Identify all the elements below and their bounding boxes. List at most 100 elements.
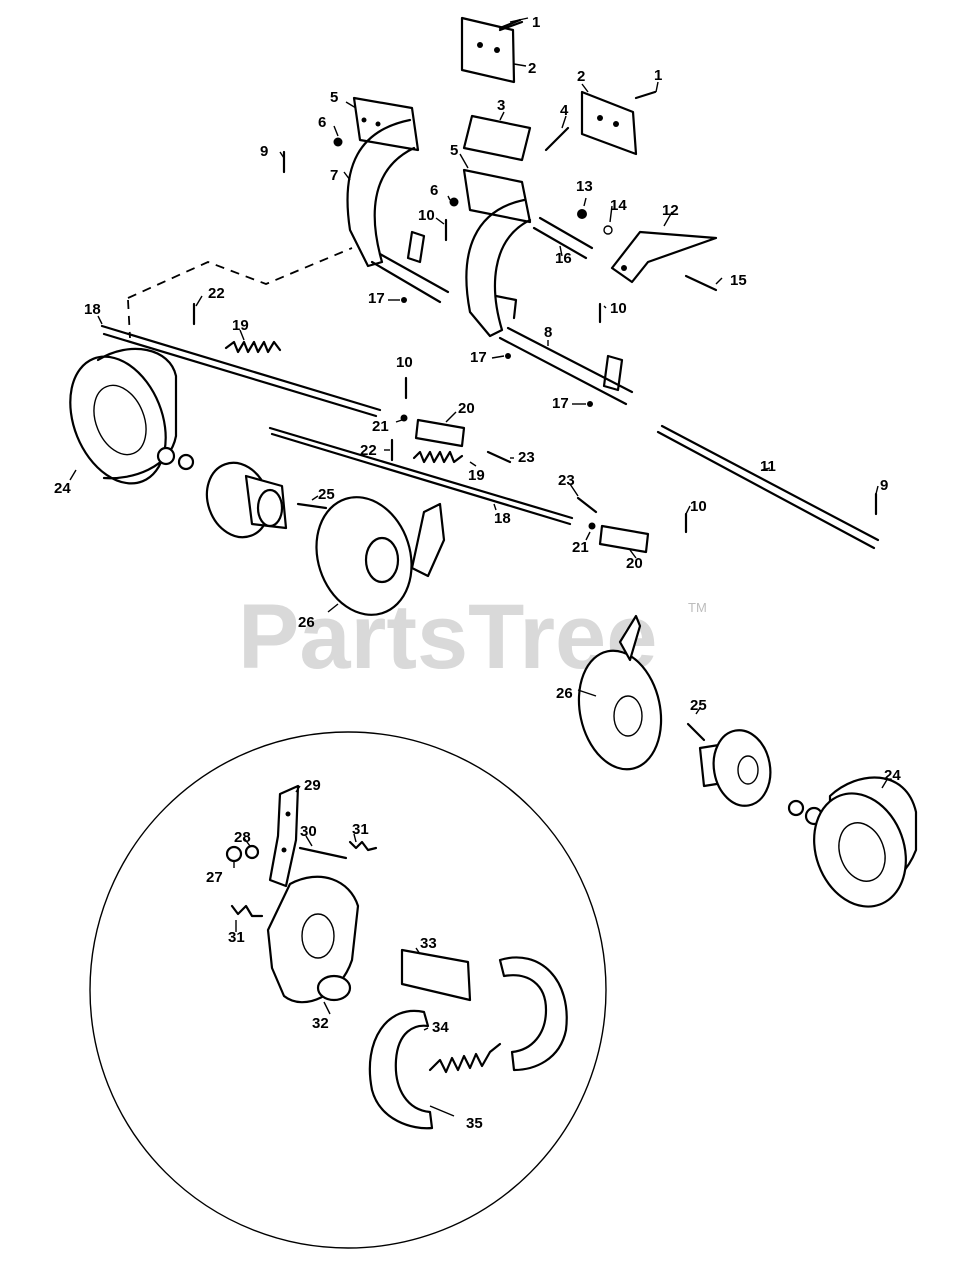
callout-7: 7 [330,167,338,184]
clip-21-lower [588,522,596,530]
brake-drum-right [813,776,918,908]
callout-31: 31 [352,821,369,838]
callout-24: 24 [54,480,71,497]
callout-4: 4 [560,102,569,119]
clip-17-b [505,353,511,359]
clip-17-c [587,401,593,407]
washer-right [787,799,805,817]
callout-31: 31 [228,929,245,946]
callout-20: 20 [458,400,475,417]
nut-13 [577,209,587,219]
callout-34: 34 [432,1019,449,1036]
washer-28 [244,844,260,860]
callout-16: 16 [555,250,572,267]
callout-8: 8 [544,324,552,341]
callout-3: 3 [497,97,505,114]
callout-17: 17 [470,349,487,366]
callout-2: 2 [528,60,536,77]
bolt-25-left [296,502,328,510]
callout-26: 26 [556,685,573,702]
spring-19-upper [224,340,282,354]
pin-23-lower [576,496,598,514]
callout-21: 21 [372,418,389,435]
pedal-pad-3 [462,114,532,162]
nut-left [156,446,176,466]
bolt-4 [544,126,570,152]
callout-18: 18 [494,510,511,527]
callout-2: 2 [577,68,585,85]
nut-6-left [333,137,343,147]
callout-9: 9 [260,143,268,160]
backing-plate-32 [266,875,360,1004]
callout-10: 10 [418,207,435,224]
callout-29: 29 [304,777,321,794]
callout-13: 13 [576,178,593,195]
callout-21: 21 [572,539,589,556]
brake-shoe-34 [368,956,568,1130]
watermark-trademark: TM [688,600,707,615]
callout-24: 24 [884,767,901,784]
washer-left [177,453,195,471]
spring-35 [428,1042,502,1074]
callout-5: 5 [330,89,338,106]
rod-11 [660,424,880,542]
bracket-12 [610,230,718,284]
spring-19-lower [412,450,464,464]
callout-14: 14 [610,197,627,214]
bolt-15 [684,274,718,292]
shaft-16 [538,216,594,250]
anchor-33 [400,948,472,1002]
right-pedal-arm [462,168,634,406]
nut-6-right [449,197,459,207]
callout-17: 17 [552,395,569,412]
brake-drum-left [69,347,178,485]
clip-17-a [401,297,407,303]
callout-10: 10 [610,300,627,317]
spring-31-upper [348,840,378,852]
callout-28: 28 [234,829,251,846]
detail-circle [89,731,607,1249]
callout-15: 15 [730,272,747,289]
callout-35: 35 [466,1115,483,1132]
callout-6: 6 [318,114,326,131]
clip-21-upper [400,414,408,422]
washer-14 [603,225,613,235]
callout-19: 19 [232,317,249,334]
callout-22: 22 [208,285,225,302]
pin-23-upper [486,450,512,464]
callout-26: 26 [298,614,315,631]
callout-23: 23 [558,472,575,489]
callout-1: 1 [532,14,540,31]
callout-17: 17 [368,290,385,307]
callout-19: 19 [468,467,485,484]
bolt-30 [298,846,348,860]
clevis-pin-20-lower [598,524,650,554]
callout-6: 6 [430,182,438,199]
callout-23: 23 [518,449,535,466]
spring-31-lower [230,904,264,918]
callout-9: 9 [880,477,888,494]
callout-25: 25 [318,486,335,503]
rod-18-lower [268,426,574,520]
pedal-pad-right [580,90,657,156]
linkage-dashed-line [127,247,353,299]
pedal-pad-upper [460,16,524,84]
callout-1: 1 [654,67,662,84]
rod-18-upper [100,324,382,412]
callout-12: 12 [662,202,679,219]
backing-plate-left [315,496,446,616]
callout-22: 22 [360,442,377,459]
hub-left [205,461,288,539]
brake-lever-29 [268,784,300,888]
bolt-1-upper [498,18,522,30]
left-pedal-arm [346,96,450,304]
leader-lines [69,17,889,1117]
backing-plate-right [577,614,663,771]
callout-32: 32 [312,1015,329,1032]
nut-27 [225,845,243,863]
callout-11: 11 [760,458,776,475]
callout-30: 30 [300,823,317,840]
bolt-25-right [686,722,706,742]
